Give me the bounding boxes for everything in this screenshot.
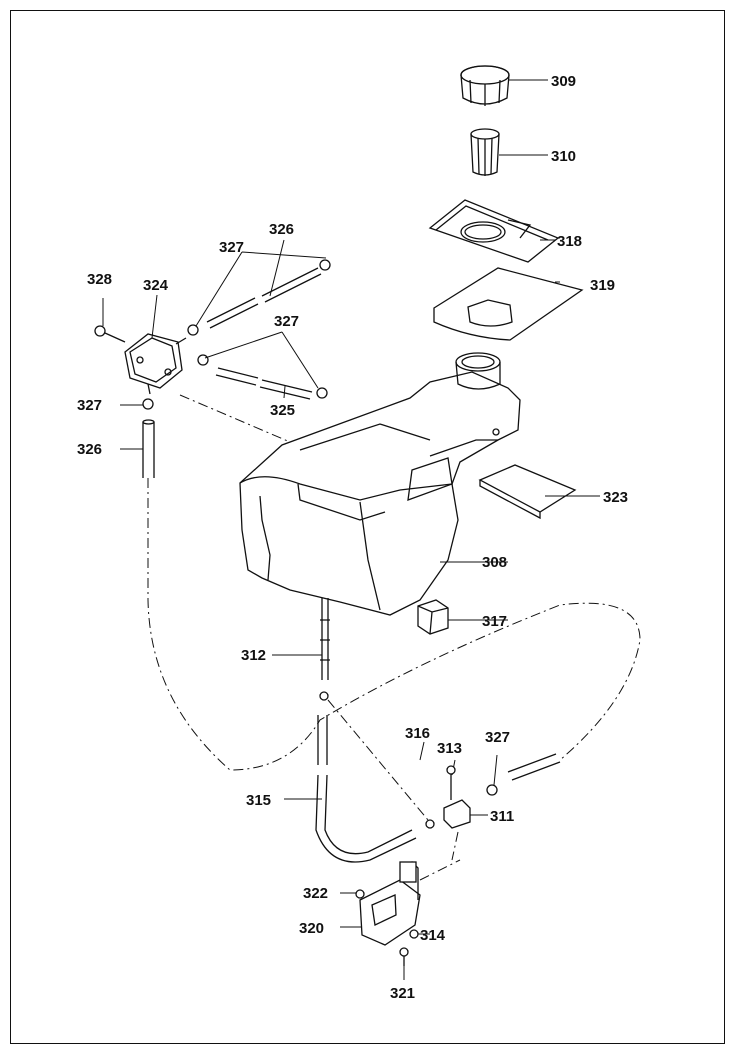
label-311: 311 [490,808,514,825]
hose-326-left [142,398,155,478]
label-317: 317 [482,613,507,630]
label-321: 321 [390,985,415,1002]
label-313: 313 [437,740,462,757]
label-309: 309 [551,73,576,90]
label-319: 319 [590,277,615,294]
tank-plate [428,199,560,263]
label-308: 308 [482,554,507,571]
label-327-right: 327 [485,729,510,746]
hose-315 [315,691,417,863]
label-326-left: 326 [77,441,102,458]
tank-pad [478,464,577,513]
label-323: 323 [603,489,628,506]
filter-pipe [320,598,330,680]
cushion-block [417,599,449,635]
fuel-strainer [470,128,500,176]
label-318: 318 [557,233,582,250]
label-310: 310 [551,148,576,165]
fuel-tank [239,352,521,616]
tank-pad-edge [479,480,541,520]
hose-325 [197,354,328,400]
fuel-cock [425,753,561,829]
fuel-pump [94,325,187,395]
label-327-mid: 327 [274,313,299,330]
tank-gasket [433,267,584,341]
label-326-top: 326 [269,221,294,238]
fuel-cap [460,65,510,106]
bracket [355,861,421,966]
label-316: 316 [405,725,430,742]
label-312: 312 [241,647,266,664]
label-327-left: 327 [77,397,102,414]
label-314: 314 [420,927,446,944]
label-325: 325 [270,402,295,419]
hose-326-upper [187,259,331,336]
label-327-top: 327 [219,239,244,256]
label-324: 324 [143,277,169,294]
label-320: 320 [299,920,324,937]
label-315: 315 [246,792,271,809]
label-328: 328 [87,271,112,288]
label-322: 322 [303,885,328,902]
